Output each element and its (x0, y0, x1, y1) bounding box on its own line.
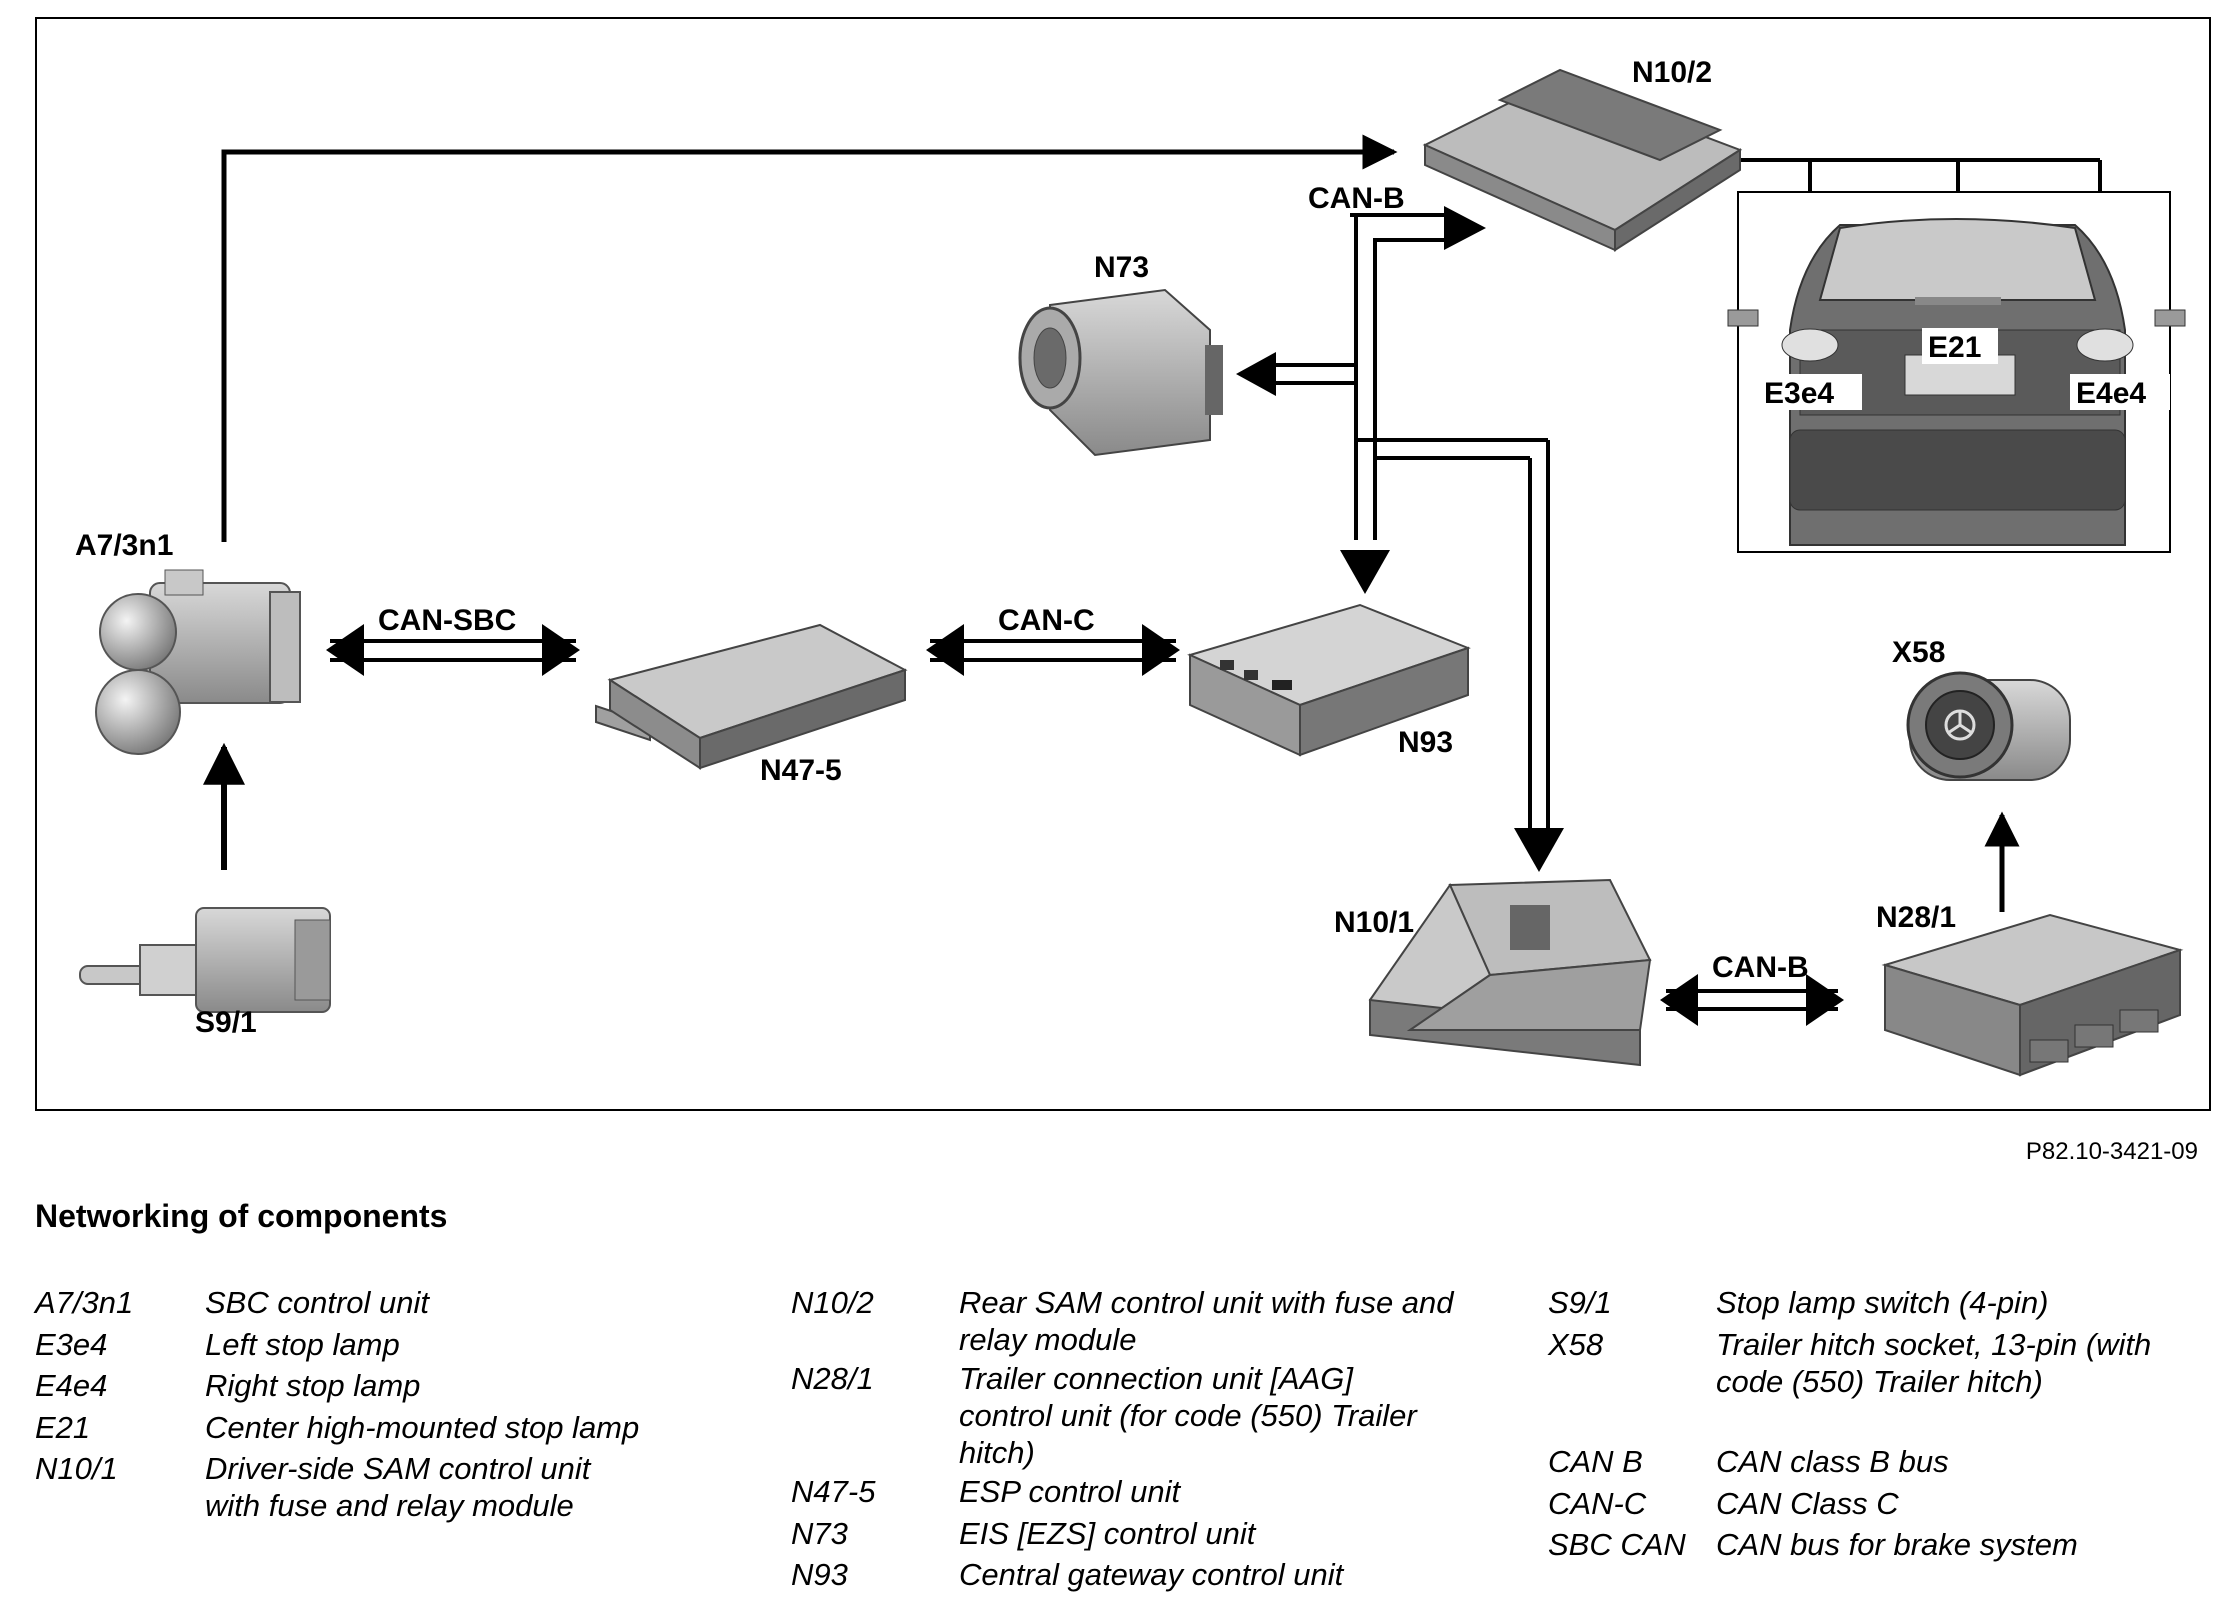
legend-desc: Trailer hitch socket, 13-pin (with code … (1716, 1326, 2152, 1399)
label-can-c: CAN-C (998, 604, 1095, 637)
legend-row: E3e4 Left stop lamp (35, 1324, 795, 1366)
legend-code: CAN B (1548, 1444, 1643, 1479)
network-diagram: A7/3n1 S9/1 N47-5 N93 N73 N10/2 N10/1 N2… (35, 17, 2211, 1111)
legend-row: SBC CAN CAN bus for brake system (1548, 1524, 2208, 1566)
label-can-b-top: CAN-B (1308, 182, 1405, 215)
legend-desc: Driver-side SAM control unit with fuse a… (205, 1451, 591, 1523)
can-sbc-bus (326, 624, 580, 676)
label-can-b-bottom: CAN-B (1712, 951, 1809, 984)
label-x58: X58 (1892, 636, 1945, 669)
legend-row: X58 Trailer hitch socket, 13-pin (with co… (1548, 1324, 2208, 1400)
figure-reference: P82.10-3421-09 (2025, 1138, 2198, 1165)
legend-row: E4e4 Right stop lamp (35, 1365, 795, 1407)
esp-unit-image (595, 623, 908, 770)
legend-desc: CAN bus for brake system (1716, 1527, 2078, 1562)
legend-code: N10/2 (791, 1285, 874, 1320)
legend-row: E21 Center high-mounted stop lamp (35, 1407, 795, 1449)
legend-code: E4e4 (35, 1368, 108, 1403)
rear-sam-image (1422, 68, 1743, 252)
legend-code: CAN-C (1548, 1485, 1647, 1521)
label-e3e4: E3e4 (1764, 377, 1834, 410)
legend-row: N47-5 ESP control unit (791, 1471, 1551, 1513)
eis-unit-image (1018, 288, 1223, 457)
label-n73: N73 (1094, 251, 1149, 284)
can-c-bus (926, 624, 1180, 676)
legend-desc: EIS [EZS] control unit (959, 1515, 1256, 1551)
legend-code: N73 (791, 1515, 848, 1551)
legend-column-1: A7/3n1 SBC control unit E3e4 Left stop lam… (35, 1282, 795, 1524)
label-n10-1: N10/1 (1334, 906, 1414, 939)
arrowhead-to-n102 (1444, 206, 1486, 250)
legend-row: N93 Central gateway control unit (791, 1554, 1551, 1596)
legend-desc: SBC control unit (205, 1285, 429, 1320)
stop-lamp-switch-image (79, 907, 331, 1013)
legend-desc: Center high-mounted stop lamp (205, 1409, 640, 1445)
legend-desc: Trailer connection unit [AAG] control un… (959, 1361, 1417, 1470)
legend-row: CAN B CAN class B bus (1548, 1441, 2208, 1483)
driver-sam-image (1368, 878, 1652, 1067)
legend-code: SBC CAN (1548, 1527, 1686, 1562)
label-n47-5: N47-5 (760, 754, 842, 787)
label-n28-1: N28/1 (1876, 901, 1956, 934)
legend-code: N28/1 (791, 1361, 874, 1396)
trailer-socket-image (1906, 671, 2071, 781)
legend-row: N28/1 Trailer connection unit [AAG] contr… (791, 1358, 1551, 1471)
legend-title: Networking of components (35, 1198, 448, 1234)
label-e4e4: E4e4 (2076, 377, 2146, 410)
legend-row: S9/1 Stop lamp switch (4-pin) (1548, 1282, 2208, 1324)
sbc-unit-image (95, 569, 301, 755)
legend-desc: Right stop lamp (205, 1368, 421, 1403)
trailer-unit-image (1881, 913, 2184, 1077)
arrowhead-to-n93 (1340, 550, 1390, 594)
legend-row: N10/2 Rear SAM control unit with fuse and… (791, 1282, 1551, 1358)
legend-desc: CAN class B bus (1716, 1444, 1949, 1479)
legend-code: E3e4 (35, 1326, 108, 1362)
legend-code: N93 (791, 1557, 848, 1592)
legend-code: E21 (35, 1409, 91, 1445)
legend-row: A7/3n1 SBC control unit (35, 1282, 795, 1324)
legend-desc: Central gateway control unit (959, 1557, 1344, 1592)
legend-code: S9/1 (1548, 1285, 1612, 1320)
legend-desc: ESP control unit (959, 1474, 1181, 1509)
legend-row: CAN-C CAN Class C (1548, 1483, 2208, 1525)
vehicle-rear-image (1727, 191, 2186, 553)
arrowhead-to-n101 (1514, 828, 1564, 872)
legend-code: X58 (1548, 1326, 1604, 1362)
legend-desc: CAN Class C (1716, 1485, 1899, 1521)
label-can-sbc: CAN-SBC (378, 604, 516, 637)
legend-code: A7/3n1 (35, 1285, 134, 1320)
label-n93: N93 (1398, 726, 1453, 759)
legend-desc: Left stop lamp (205, 1326, 400, 1362)
legend-row: N73 EIS [EZS] control unit (791, 1513, 1551, 1555)
can-b-bottom-bus (1660, 974, 1844, 1026)
arrowhead-to-n73 (1236, 352, 1276, 396)
arrow-a73n1-to-n102 (221, 134, 1398, 542)
legend-desc: Rear SAM control unit with fuse and rela… (959, 1285, 1454, 1357)
label-n10-2: N10/2 (1632, 56, 1712, 89)
legend-code: N10/1 (35, 1451, 118, 1486)
diagram-frame (35, 17, 2211, 1111)
legend-desc: Stop lamp switch (4-pin) (1716, 1285, 2049, 1320)
legend-row: N10/1 Driver-side SAM control unit with f… (35, 1448, 795, 1524)
can-b-trunk (1275, 213, 1550, 830)
label-a7-3n1: A7/3n1 (75, 529, 173, 562)
legend-column-3: S9/1 Stop lamp switch (4-pin) X58 Trailer … (1548, 1282, 2208, 1566)
label-s9-1: S9/1 (195, 1006, 257, 1039)
legend-column-2: N10/2 Rear SAM control unit with fuse and… (791, 1282, 1551, 1596)
legend-code: N47-5 (791, 1474, 876, 1509)
gateway-unit-image (1187, 603, 1471, 757)
label-e21: E21 (1928, 331, 1981, 364)
